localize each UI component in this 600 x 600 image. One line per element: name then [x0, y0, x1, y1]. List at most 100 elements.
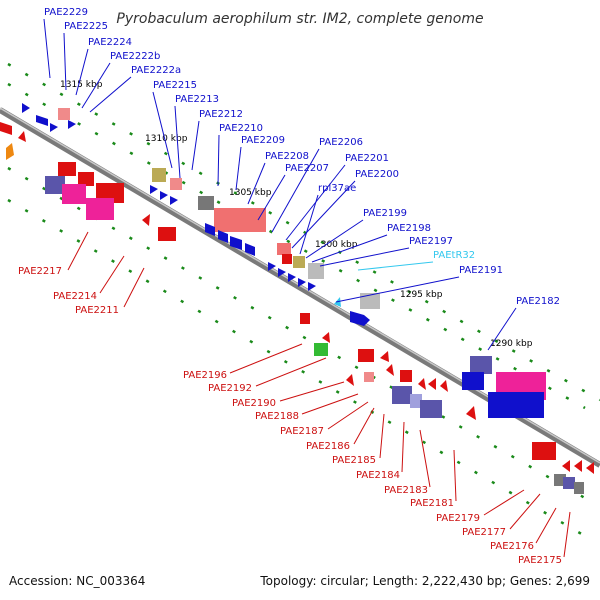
reverse-gene[interactable]	[586, 462, 594, 474]
gene-block[interactable]	[563, 477, 575, 489]
reverse-gene[interactable]	[380, 351, 389, 362]
gene-block[interactable]	[314, 343, 328, 356]
forward-gene-label[interactable]: PAE2200	[355, 169, 399, 180]
forward-gene[interactable]	[68, 120, 76, 129]
reverse-gene[interactable]	[142, 214, 150, 226]
forward-gene[interactable]	[50, 123, 58, 132]
reverse-gene-label[interactable]: PAE2177	[462, 527, 506, 538]
forward-gene[interactable]	[22, 103, 30, 113]
gene-block[interactable]	[532, 442, 556, 460]
reverse-gene[interactable]	[440, 380, 448, 392]
gene-block[interactable]	[277, 243, 291, 255]
gene-block[interactable]	[470, 356, 492, 374]
forward-gene-label[interactable]: PAE2229	[44, 7, 88, 18]
gene-block[interactable]	[400, 370, 412, 382]
reverse-gene[interactable]	[428, 378, 436, 390]
gene-block[interactable]	[78, 172, 94, 186]
reverse-gene-label[interactable]: PAE2188	[255, 411, 299, 422]
reverse-gene-label[interactable]: PAE2183	[384, 485, 428, 496]
forward-gene[interactable]	[218, 230, 228, 243]
gene-block[interactable]	[58, 108, 70, 120]
forward-gene-label[interactable]: PAE2197	[409, 236, 453, 247]
forward-gene-label[interactable]: PAE2209	[241, 135, 285, 146]
reverse-gene-label[interactable]: PAE2184	[356, 470, 400, 481]
gene-block[interactable]	[293, 256, 305, 268]
reverse-gene[interactable]	[562, 460, 570, 472]
reverse-gene[interactable]	[466, 406, 476, 420]
reverse-gene[interactable]	[386, 364, 394, 376]
gene-block[interactable]	[308, 263, 324, 279]
forward-gene-label[interactable]: PAE2225	[64, 21, 108, 32]
gene-block[interactable]	[170, 178, 182, 190]
reverse-gene[interactable]	[0, 122, 12, 135]
gene-block[interactable]	[488, 392, 544, 418]
reverse-gene-label[interactable]: PAE2185	[332, 455, 376, 466]
reverse-gene-label[interactable]: PAE2192	[208, 383, 252, 394]
forward-gene-label[interactable]: PAE2213	[175, 94, 219, 105]
forward-gene-label[interactable]: PAE2215	[153, 80, 197, 91]
forward-gene[interactable]	[268, 262, 276, 271]
forward-gene-label[interactable]: PAE2206	[319, 137, 363, 148]
forward-gene-label[interactable]: PAE2224	[88, 37, 132, 48]
reverse-gene-label[interactable]: PAE2176	[490, 541, 534, 552]
forward-gene-label[interactable]: PAE2199	[363, 208, 407, 219]
reverse-gene-label[interactable]: PAE2181	[410, 498, 454, 509]
reverse-gene-label[interactable]: PAE2217	[18, 266, 62, 277]
reverse-gene-label[interactable]: PAE2186	[306, 441, 350, 452]
gene-block[interactable]	[45, 176, 65, 194]
gene-block[interactable]	[300, 313, 310, 324]
forward-gene-label[interactable]: PAE2222b	[110, 51, 160, 62]
forward-gene-label[interactable]: rpl37ae	[318, 183, 356, 194]
reverse-gene[interactable]	[418, 378, 426, 390]
forward-gene-label[interactable]: PAE2212	[199, 109, 243, 120]
gene-block[interactable]	[392, 386, 412, 404]
gene-block[interactable]	[410, 394, 422, 408]
forward-gene[interactable]	[170, 196, 178, 205]
forward-gene[interactable]	[278, 268, 286, 277]
reverse-gene-label[interactable]: PAE2196	[183, 370, 227, 381]
gene-block[interactable]	[62, 184, 86, 204]
forward-gene[interactable]	[230, 236, 242, 250]
forward-gene-label[interactable]: PAE2182	[516, 296, 560, 307]
reverse-gene-label[interactable]: PAE2175	[518, 555, 562, 566]
forward-gene[interactable]	[288, 273, 296, 282]
gene-block[interactable]	[158, 227, 176, 241]
forward-gene-label[interactable]: PAE2222a	[131, 65, 181, 76]
reverse-gene[interactable]	[346, 374, 354, 386]
gene-block[interactable]	[152, 168, 166, 182]
gene-block[interactable]	[214, 208, 266, 232]
forward-gene[interactable]	[36, 115, 48, 126]
forward-gene-label[interactable]: PAEtR32	[433, 250, 475, 261]
reverse-gene-label[interactable]: PAE2190	[232, 398, 276, 409]
forward-gene[interactable]	[298, 278, 306, 287]
reverse-gene-label[interactable]: PAE2187	[280, 426, 324, 437]
gene-block[interactable]	[86, 198, 114, 220]
reverse-gene-label[interactable]: PAE2179	[436, 513, 480, 524]
reverse-gene[interactable]	[6, 143, 14, 160]
reverse-gene-label[interactable]: PAE2214	[53, 291, 97, 302]
gene-block[interactable]	[282, 254, 292, 264]
forward-gene[interactable]	[150, 185, 158, 194]
forward-gene-label[interactable]: PAE2198	[387, 223, 431, 234]
gene-block[interactable]	[58, 162, 76, 176]
forward-gene-label[interactable]: PAE2201	[345, 153, 389, 164]
forward-gene-label[interactable]: PAE2207	[285, 163, 329, 174]
reverse-gene[interactable]	[18, 131, 26, 142]
reverse-gene[interactable]	[574, 460, 582, 472]
gene-block[interactable]	[574, 482, 584, 494]
reverse-gene[interactable]	[322, 332, 330, 343]
forward-gene-label[interactable]: PAE2208	[265, 151, 309, 162]
gene-block[interactable]	[462, 372, 484, 390]
gene-block[interactable]	[420, 400, 442, 418]
forward-gene-label[interactable]: PAE2191	[459, 265, 503, 276]
gene-block[interactable]	[358, 349, 374, 362]
forward-gene[interactable]	[350, 311, 370, 326]
forward-gene[interactable]	[308, 282, 316, 291]
forward-gene[interactable]	[205, 223, 215, 236]
gene-block[interactable]	[360, 293, 380, 309]
forward-gene[interactable]	[245, 243, 255, 256]
gene-block[interactable]	[198, 196, 214, 210]
reverse-gene-label[interactable]: PAE2211	[75, 305, 119, 316]
forward-gene[interactable]	[160, 191, 168, 200]
forward-gene-label[interactable]: PAE2210	[219, 123, 263, 134]
